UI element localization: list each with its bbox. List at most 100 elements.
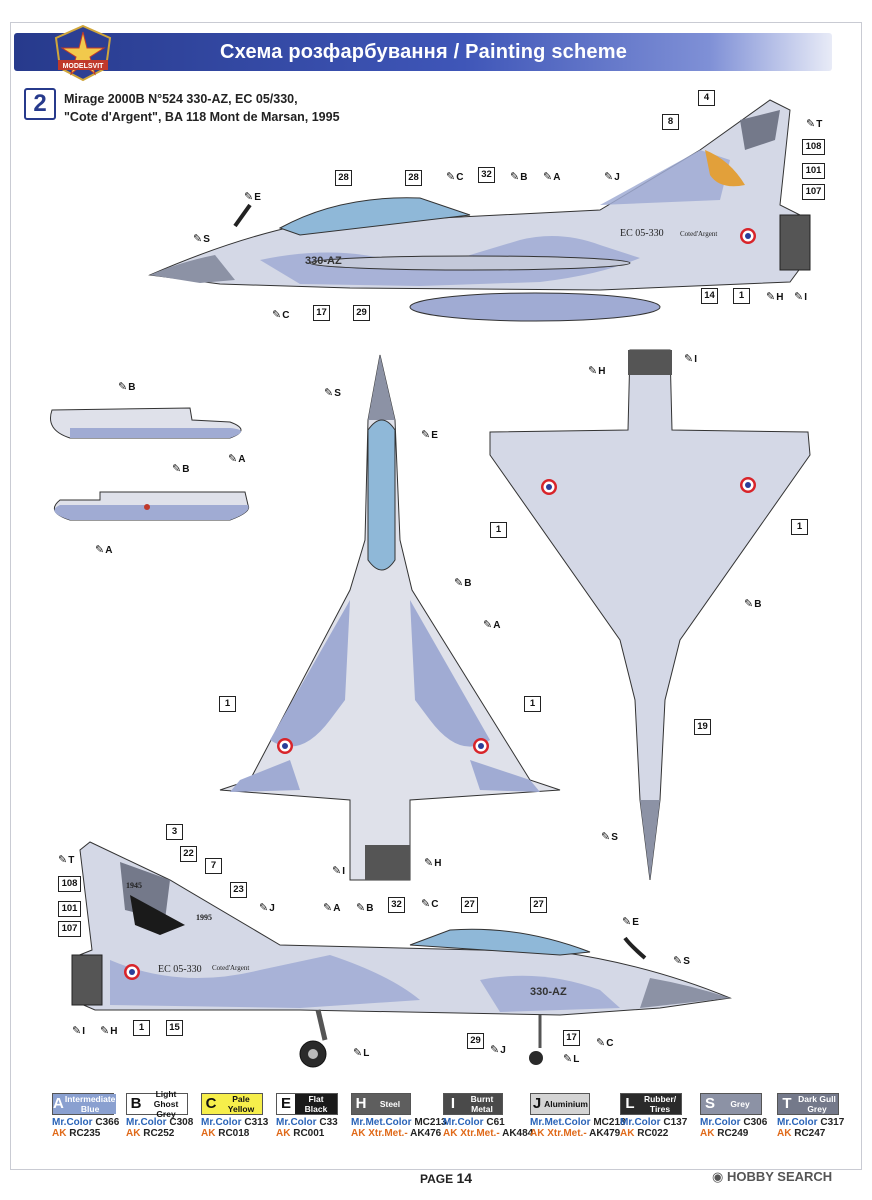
tail-year-2: 1995 (196, 913, 212, 922)
paint-B-top: ✎B (454, 577, 472, 589)
paint-I-bottom: ✎I (684, 353, 697, 365)
paint-A-tank-2: ✎A (95, 544, 113, 556)
legend-color-name: Grey (719, 1094, 761, 1114)
callout-14: 14 (701, 288, 718, 304)
callout-1-side: 1 (733, 288, 750, 304)
tail-year-1: 1945 (126, 881, 142, 890)
callout-1-side2: 1 (133, 1020, 150, 1036)
paint-L-1: ✎L (563, 1053, 580, 1065)
side-unit-marking: EC 05-330 (620, 228, 664, 239)
legend-letter: T (778, 1094, 796, 1114)
callout-27b: 27 (530, 897, 547, 913)
legend-color-name: Steel (370, 1094, 410, 1114)
legend-color-name: Dark Gull Grey (796, 1094, 838, 1114)
caption-line-2: "Cote d'Argent", BA 118 Mont de Marsan, … (64, 110, 340, 124)
paint-E-top: ✎E (421, 429, 438, 441)
callout-1-bottom-right: 1 (791, 519, 808, 535)
paint-B-tank-2: ✎B (172, 463, 190, 475)
page-title: Схема розфарбування / Painting scheme (220, 41, 628, 63)
legend-ak: AK RC247 (777, 1128, 826, 1139)
watermark: ◉ HOBBY SEARCH (712, 1169, 833, 1184)
paint-H-bottom: ✎H (588, 365, 606, 377)
paint-I-1: ✎I (794, 291, 807, 303)
paint-A-1: ✎A (543, 171, 561, 183)
side-code-marking: 330-AZ (305, 255, 342, 267)
legend-ak: AK RC022 (620, 1128, 669, 1139)
legend-mrcolor: Mr.Color C308 (126, 1117, 194, 1128)
paint-T-1: ✎T (806, 118, 823, 130)
svg-text:MODELSVIT: MODELSVIT (63, 63, 105, 70)
paint-J-1: ✎J (604, 171, 620, 183)
paint-A-top: ✎A (483, 619, 501, 631)
legend-mrcolor: Mr.Color C33 (276, 1117, 338, 1128)
legend-letter: E (277, 1094, 295, 1114)
callout-28b: 28 (405, 170, 422, 186)
legend-mrcolor: Mr.Color C313 (201, 1117, 269, 1128)
paint-A-tank-1: ✎A (228, 453, 246, 465)
top-plan-view (219, 354, 561, 881)
legend-ak: AK RC235 (52, 1128, 101, 1139)
paint-E-1: ✎E (244, 191, 261, 203)
watermark-icon: ◉ (712, 1169, 727, 1184)
legend-color-name: Pale Yellow (220, 1094, 262, 1114)
legend-color-name: Light Ghost Grey (145, 1089, 187, 1119)
legend-letter: L (621, 1094, 639, 1114)
legend-ak: AK RC018 (201, 1128, 250, 1139)
paint-J-3: ✎J (490, 1044, 506, 1056)
paint-S-2: ✎S (673, 955, 690, 967)
paint-S-top: ✎S (324, 387, 341, 399)
callout-1-top-right: 1 (524, 696, 541, 712)
callout-22: 22 (180, 846, 197, 862)
callout-107: 107 (802, 184, 825, 200)
paint-T-2: ✎T (58, 854, 75, 866)
legend-letter: A (53, 1094, 64, 1114)
callout-32: 32 (478, 167, 495, 183)
legend-mrcolor: Mr.Color C306 (700, 1117, 768, 1128)
legend-ak: AK Xtr.Met.- AK476 (351, 1128, 442, 1139)
callout-29-b: 29 (467, 1033, 484, 1049)
paint-I-top: ✎I (332, 865, 345, 877)
callout-15: 15 (166, 1020, 183, 1036)
legend-ak: AK RC249 (700, 1128, 749, 1139)
legend-letter: H (352, 1094, 370, 1114)
callout-1-top-left: 1 (219, 696, 236, 712)
legend-letter: J (531, 1094, 544, 1114)
paint-B-tank-1: ✎B (118, 381, 136, 393)
legend-letter: C (202, 1094, 220, 1114)
page-number: PAGE 14 (420, 1170, 473, 1186)
paint-S-1: ✎S (193, 233, 210, 245)
legend-ak: AK Xtr.Met.- AK479 (530, 1128, 621, 1139)
paint-E-2: ✎E (622, 916, 639, 928)
side-view-right: EC 05-330 Coted'Argent 330-AZ 1945 1995 (71, 841, 732, 1068)
bottom-plan-view (489, 349, 811, 881)
legend-color-name: Flat Black (295, 1094, 337, 1114)
legend-letter: S (701, 1094, 719, 1114)
callout-7: 7 (205, 858, 222, 874)
callout-4: 4 (698, 90, 715, 106)
legend-letter: I (444, 1094, 462, 1114)
paint-J-2: ✎J (259, 902, 275, 914)
side-view-left: 330-AZ EC 05-330 Coted'Argent (148, 99, 811, 322)
callout-27a: 27 (461, 897, 478, 913)
paint-B-1: ✎B (510, 171, 528, 183)
callout-3: 3 (166, 824, 183, 840)
legend-mrcolor: Mr.Color C137 (620, 1117, 688, 1128)
modelsvit-logo: MODELSVIT (54, 24, 112, 82)
paint-C-4: ✎C (596, 1037, 614, 1049)
legend-mrcolor: Mr.Color C61 (443, 1117, 505, 1128)
